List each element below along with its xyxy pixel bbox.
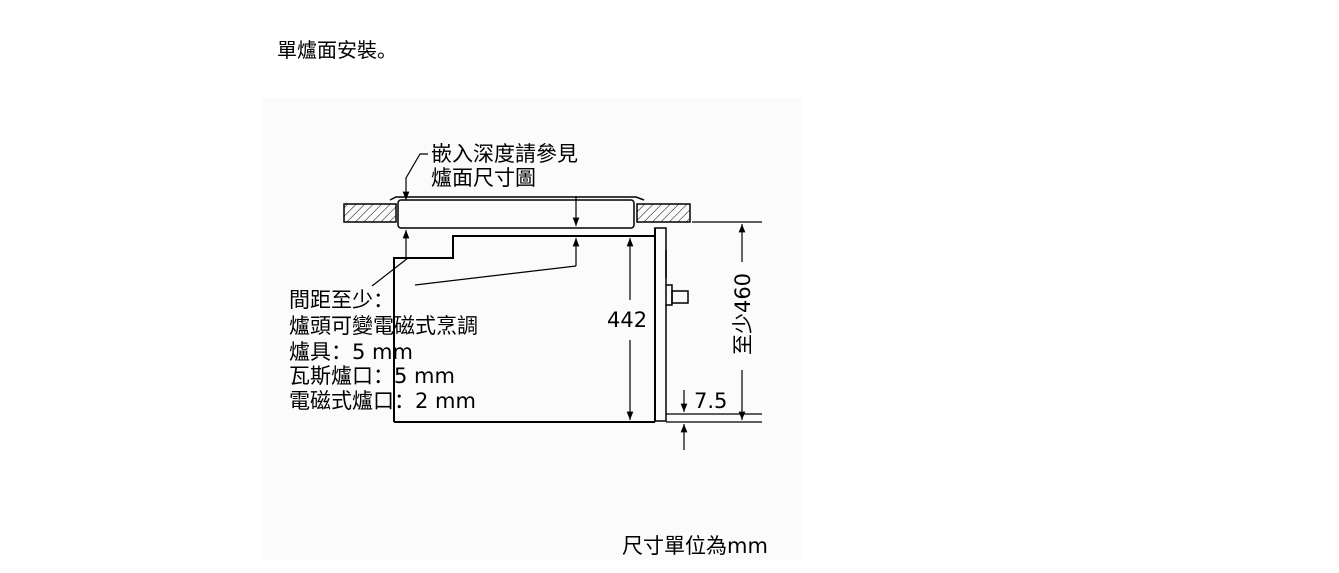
- dimension-442-label: 442: [607, 308, 648, 332]
- countertop: [343, 203, 691, 223]
- page-title: 單爐面安裝。: [277, 38, 397, 62]
- unit-note: 尺寸單位為mm: [622, 534, 768, 558]
- dimension-460-label: 至少460: [731, 272, 755, 356]
- clearance-title: 間距至少：: [289, 288, 394, 312]
- oven: [393, 227, 689, 423]
- clearance-arrows: [371, 196, 580, 287]
- clearance-line1: 爐頭可變電磁式烹調: [289, 314, 478, 338]
- depth-note-line2: 爐面尺寸圖: [431, 166, 536, 190]
- dimension-460: [692, 221, 762, 420]
- diagram-panel: [262, 98, 802, 560]
- depth-note-line1: 嵌入深度請參見: [431, 142, 578, 166]
- clearance-line4: 電磁式爐口：2 mm: [289, 389, 476, 413]
- clearance-line3: 瓦斯爐口：5 mm: [289, 364, 455, 388]
- cooktop: [389, 196, 645, 229]
- depth-note-leader: [402, 153, 428, 200]
- dimension-7-5: [666, 390, 762, 450]
- dimension-7-5-label: 7.5: [694, 389, 728, 413]
- clearance-line2: 爐具：5 mm: [289, 340, 413, 364]
